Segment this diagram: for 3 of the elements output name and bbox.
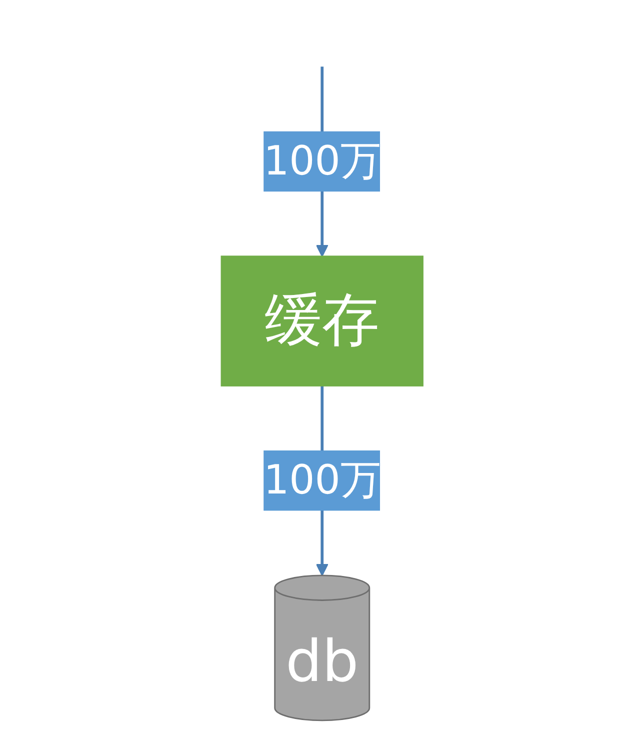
node-box: 缓存	[220, 255, 424, 386]
edge-label: 100万	[263, 136, 381, 184]
edge-label: 100万	[263, 456, 381, 504]
